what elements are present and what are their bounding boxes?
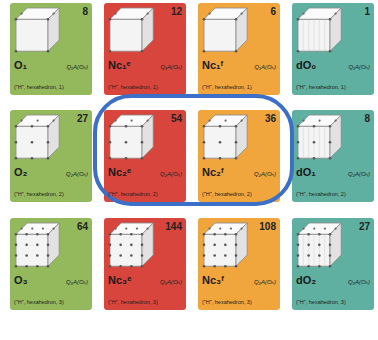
node-count: 27 bbox=[77, 113, 88, 124]
reference-cell: ("H", hexahedron, 3) bbox=[202, 299, 277, 305]
node-count: 54 bbox=[171, 113, 182, 124]
node-count: 64 bbox=[77, 221, 88, 232]
element-name: O₂ bbox=[14, 166, 27, 178]
quadrature-label: Q₃A(Oₕ) bbox=[254, 278, 276, 285]
reference-cell: ("H", hexahedron, 3) bbox=[296, 299, 371, 305]
cube-drawing bbox=[297, 115, 342, 160]
cube-drawing bbox=[109, 8, 154, 53]
reference-cell: ("H", hexahedron, 1) bbox=[202, 84, 277, 90]
element-name: Nc₁ᶠ bbox=[202, 59, 223, 71]
cube-drawing bbox=[203, 223, 248, 268]
highlight-outline bbox=[95, 96, 292, 204]
cube-drawing bbox=[203, 115, 248, 160]
element-name: Nc₃ᵉ bbox=[108, 274, 131, 286]
reference-cell: ("H", hexahedron, 2) bbox=[202, 191, 277, 197]
cube-drawing bbox=[15, 223, 60, 268]
cube-drawing bbox=[203, 8, 248, 53]
node-count: 8 bbox=[364, 113, 370, 124]
node-count: 108 bbox=[259, 221, 276, 232]
quadrature-label: Q₂A(Oₕ) bbox=[160, 170, 182, 177]
cube-drawing bbox=[297, 223, 342, 268]
quadrature-label: Q₃A(Oₕ) bbox=[348, 278, 370, 285]
node-count: 36 bbox=[265, 113, 276, 124]
element-name: Nc₁ᵉ bbox=[108, 59, 131, 71]
quadrature-label: Q₃A(Oₕ) bbox=[160, 278, 182, 285]
element-name: Nc₃ᶠ bbox=[202, 274, 224, 286]
reference-cell: ("H", hexahedron, 2) bbox=[108, 191, 183, 197]
node-count: 12 bbox=[171, 6, 182, 17]
element-name: O₃ bbox=[14, 274, 28, 286]
element-name: dO₂ bbox=[296, 274, 316, 286]
quadrature-label: Q₁A(Oₕ) bbox=[66, 63, 88, 70]
cube-drawing bbox=[109, 115, 154, 160]
cube-drawing bbox=[109, 223, 154, 268]
quadrature-label: Q₃A(Oₕ) bbox=[66, 278, 88, 285]
element-name: O₁ bbox=[14, 59, 27, 71]
node-count: 27 bbox=[359, 221, 370, 232]
node-count: 1 bbox=[364, 6, 370, 17]
node-count: 8 bbox=[82, 6, 88, 17]
quadrature-label: Q₁A(Oₕ) bbox=[348, 63, 370, 70]
element-name: dO₁ bbox=[296, 166, 316, 178]
cube-drawing bbox=[297, 8, 342, 53]
reference-cell: ("H", hexahedron, 3) bbox=[14, 299, 89, 305]
cube-drawing bbox=[15, 8, 60, 53]
node-count: 6 bbox=[270, 6, 276, 17]
cube-drawing bbox=[15, 115, 60, 160]
element-name: Nc₂ᶠ bbox=[202, 166, 224, 178]
quadrature-label: Q₂A(Oₕ) bbox=[348, 170, 370, 177]
reference-cell: ("H", hexahedron, 2) bbox=[296, 191, 371, 197]
reference-cell: ("H", hexahedron, 1) bbox=[296, 84, 371, 90]
reference-cell: ("H", hexahedron, 3) bbox=[108, 299, 183, 305]
element-name: dO₀ bbox=[296, 59, 316, 71]
quadrature-label: Q₂A(Oₕ) bbox=[254, 170, 276, 177]
reference-cell: ("H", hexahedron, 2) bbox=[14, 191, 89, 197]
reference-cell: ("H", hexahedron, 1) bbox=[14, 84, 89, 90]
quadrature-label: Q₁A(Oₕ) bbox=[160, 63, 182, 70]
reference-cell: ("H", hexahedron, 1) bbox=[108, 84, 183, 90]
quadrature-label: Q₁A(Oₕ) bbox=[254, 63, 276, 70]
element-name: Nc₂ᵉ bbox=[108, 166, 131, 178]
quadrature-label: Q₂A(Oₕ) bbox=[66, 170, 88, 177]
node-count: 144 bbox=[165, 221, 182, 232]
